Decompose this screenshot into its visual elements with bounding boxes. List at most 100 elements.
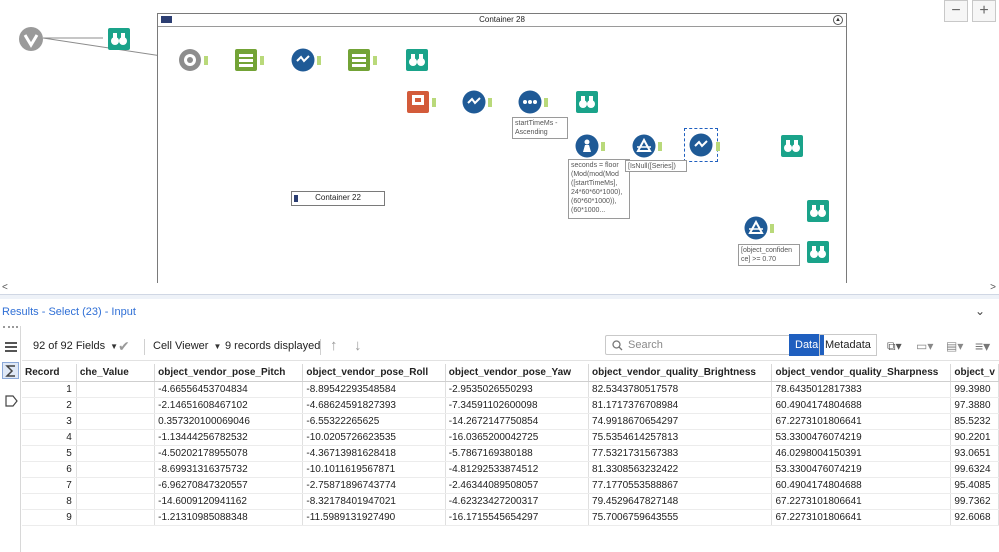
column-header[interactable]: object_vendor_quality_Sharpness [771, 364, 952, 382]
table-cell[interactable] [76, 461, 156, 478]
output-anchor[interactable] [373, 56, 377, 65]
menu-icon[interactable]: ≡▾ [975, 338, 991, 354]
container-28[interactable]: Container 28 ▲ [157, 13, 847, 283]
table-cell[interactable]: 67.2273101806641 [771, 493, 952, 510]
arrow-up-icon[interactable]: ↑ [330, 337, 338, 354]
table-cell[interactable]: 77.1770553588867 [588, 477, 773, 494]
filter-tool[interactable] [631, 133, 657, 159]
output-anchor[interactable] [544, 98, 548, 107]
table-cell[interactable]: -11.5989131927490 [302, 509, 446, 526]
browse-tool[interactable] [404, 47, 430, 73]
browse-tool[interactable] [779, 133, 805, 159]
table-cell[interactable]: 82.5343780517578 [588, 381, 773, 398]
table-cell[interactable] [76, 477, 156, 494]
table-cell[interactable]: -2.75871896743774 [302, 477, 446, 494]
table-cell[interactable]: -10.1011619567871 [302, 461, 446, 478]
chevron-down-icon[interactable]: ⌄ [974, 304, 985, 318]
table-cell[interactable]: -4.50202178955078 [154, 445, 304, 462]
table-cell[interactable]: 85.5232 [950, 413, 999, 430]
table-row[interactable]: 6-8.69931316375732-10.1011619567871-4.81… [22, 461, 999, 478]
workflow-canvas[interactable]: Container 28 ▲ Container 22 [0, 0, 999, 283]
select-records-tool[interactable] [177, 47, 203, 73]
scroll-right-icon[interactable]: > [990, 282, 996, 293]
table-cell[interactable]: 74.9918670654297 [588, 413, 773, 430]
output-anchor[interactable] [432, 98, 436, 107]
table-cell[interactable] [76, 429, 156, 446]
zoom-out-button[interactable]: − [944, 0, 968, 22]
table-cell[interactable]: 97.3880 [950, 397, 999, 414]
record-number-cell[interactable]: 5 [22, 445, 77, 462]
record-number-cell[interactable]: 6 [22, 461, 77, 478]
column-header[interactable]: object_vendor_pose_Yaw [445, 364, 590, 382]
table-cell[interactable]: 81.3308563232422 [588, 461, 773, 478]
table-cell[interactable]: 93.0651 [950, 445, 999, 462]
record-number-cell[interactable]: 3 [22, 413, 77, 430]
table-view-icon[interactable] [2, 338, 19, 355]
table-cell[interactable]: 60.4904174804688 [771, 477, 952, 494]
pane-splitter[interactable] [0, 294, 999, 299]
table-cell[interactable]: -7.34591102600098 [445, 397, 590, 414]
table-cell[interactable]: -5.7867169380188 [445, 445, 590, 462]
table-cell[interactable]: 99.6324 [950, 461, 999, 478]
browse-tool[interactable] [805, 239, 831, 265]
table-cell[interactable]: 75.7006759643555 [588, 509, 773, 526]
output-anchor[interactable] [601, 142, 605, 151]
copy-icon[interactable]: ⧉▾ [887, 339, 902, 353]
table-cell[interactable]: 75.5354614257813 [588, 429, 773, 446]
table-cell[interactable]: -1.21310985088348 [154, 509, 304, 526]
table-cell[interactable]: 67.2273101806641 [771, 413, 952, 430]
export-icon[interactable]: ▤▾ [946, 339, 964, 353]
table-cell[interactable]: 77.5321731567383 [588, 445, 773, 462]
table-cell[interactable]: 53.3300476074219 [771, 429, 952, 446]
output-anchor[interactable] [317, 56, 321, 65]
zoom-in-button[interactable]: + [972, 0, 996, 22]
browse-tool[interactable] [574, 89, 600, 115]
data-cleansing-tool[interactable] [290, 47, 316, 73]
table-cell[interactable]: -16.1715545654297 [445, 509, 590, 526]
container-28-header[interactable]: Container 28 ▲ [158, 14, 846, 27]
column-header[interactable]: che_Value [76, 364, 156, 382]
output-anchor[interactable] [260, 56, 264, 65]
table-cell[interactable]: 53.3300476074219 [771, 461, 952, 478]
table-cell[interactable]: 90.2201 [950, 429, 999, 446]
scroll-left-icon[interactable]: < [2, 282, 8, 293]
table-cell[interactable]: -4.81292533874512 [445, 461, 590, 478]
sort-tool[interactable] [517, 89, 543, 115]
data-tab[interactable]: Data [789, 334, 825, 356]
table-cell[interactable]: 67.2273101806641 [771, 509, 952, 526]
column-header[interactable]: object_v [950, 364, 999, 382]
table-cell[interactable]: -8.89542293548584 [302, 381, 446, 398]
table-cell[interactable] [76, 509, 156, 526]
column-header[interactable]: object_vendor_pose_Roll [302, 364, 446, 382]
table-cell[interactable] [76, 493, 156, 510]
filter-tool[interactable] [743, 215, 769, 241]
input-data-tool[interactable] [17, 25, 45, 53]
json-parse-tool[interactable] [405, 89, 431, 115]
table-cell[interactable]: -14.2672147750854 [445, 413, 590, 430]
select-tool[interactable] [233, 47, 259, 73]
table-cell[interactable] [76, 397, 156, 414]
table-row[interactable]: 9 -1.21310985088348-11.5989131927490-16.1… [22, 509, 999, 526]
output-anchor[interactable] [770, 224, 774, 233]
table-cell[interactable]: 79.4529647827148 [588, 493, 773, 510]
record-number-cell[interactable]: 7 [22, 477, 77, 494]
table-cell[interactable]: -14.6009120941162 [154, 493, 304, 510]
record-number-cell[interactable]: 9 [22, 509, 77, 526]
arrow-down-icon[interactable]: ↓ [354, 337, 362, 354]
data-cleansing-tool[interactable] [461, 89, 487, 115]
table-row[interactable]: 8-14.6009120941162-8.32178401947021-4.62… [22, 493, 999, 510]
fields-dropdown[interactable]: 92 of 92 Fields▼ [33, 331, 118, 361]
table-cell[interactable]: -2.9535026550293 [445, 381, 590, 398]
table-cell[interactable]: -16.0365200042725 [445, 429, 590, 446]
table-row[interactable]: 5-4.50202178955078-4.36713981628418-5.78… [22, 445, 999, 462]
table-cell[interactable]: -2.46344089508057 [445, 477, 590, 494]
metadata-tab[interactable]: Metadata [819, 334, 877, 356]
output-anchor[interactable] [658, 142, 662, 151]
data-cleansing-tool-selected[interactable] [684, 128, 718, 162]
table-cell[interactable]: 78.6435012817383 [771, 381, 952, 398]
table-cell[interactable]: -10.0205726623535 [302, 429, 446, 446]
table-cell[interactable]: -4.68624591827393 [302, 397, 446, 414]
tag-icon[interactable] [2, 392, 19, 409]
record-number-cell[interactable]: 4 [22, 429, 77, 446]
